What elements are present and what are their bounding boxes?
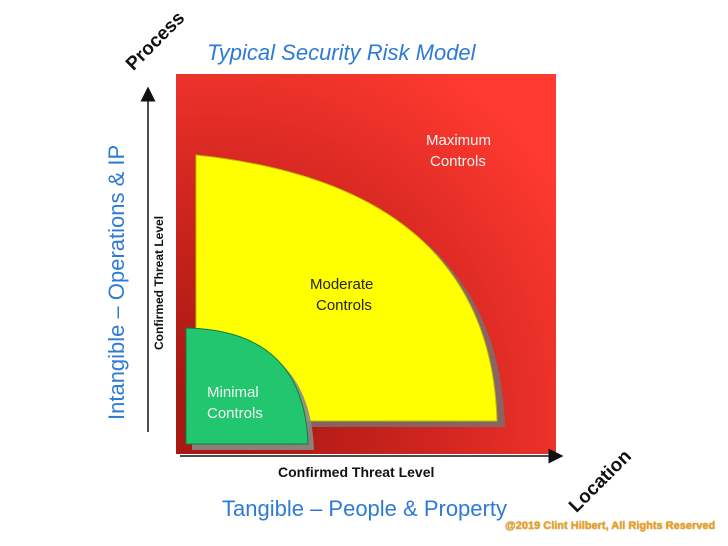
minimal-controls-label: Minimal Controls xyxy=(207,382,263,424)
minimal-controls-zone xyxy=(185,327,309,445)
moderate-controls-line2: Controls xyxy=(316,297,372,314)
maximum-controls-line2: Controls xyxy=(430,153,486,170)
threat-level-y-label: Confirmed Threat Level xyxy=(152,215,166,350)
moderate-controls-line1: Moderate xyxy=(310,276,374,293)
intangible-axis-label: Intangible – Operations & IP xyxy=(104,144,129,420)
tangible-axis-label: Tangible – People & Property xyxy=(222,496,507,521)
copyright-notice: @2019 Clint Hilbert, All Rights Reserved xyxy=(505,520,716,532)
minimal-controls-line2: Controls xyxy=(207,405,263,422)
threat-level-x-label: Confirmed Threat Level xyxy=(278,464,435,480)
maximum-controls-label: Maximum Controls xyxy=(426,130,491,172)
page-title: Typical Security Risk Model xyxy=(207,40,476,65)
moderate-controls-label: Moderate Controls xyxy=(310,274,373,316)
minimal-controls-line1: Minimal xyxy=(207,384,259,401)
maximum-controls-line1: Maximum xyxy=(426,132,492,149)
